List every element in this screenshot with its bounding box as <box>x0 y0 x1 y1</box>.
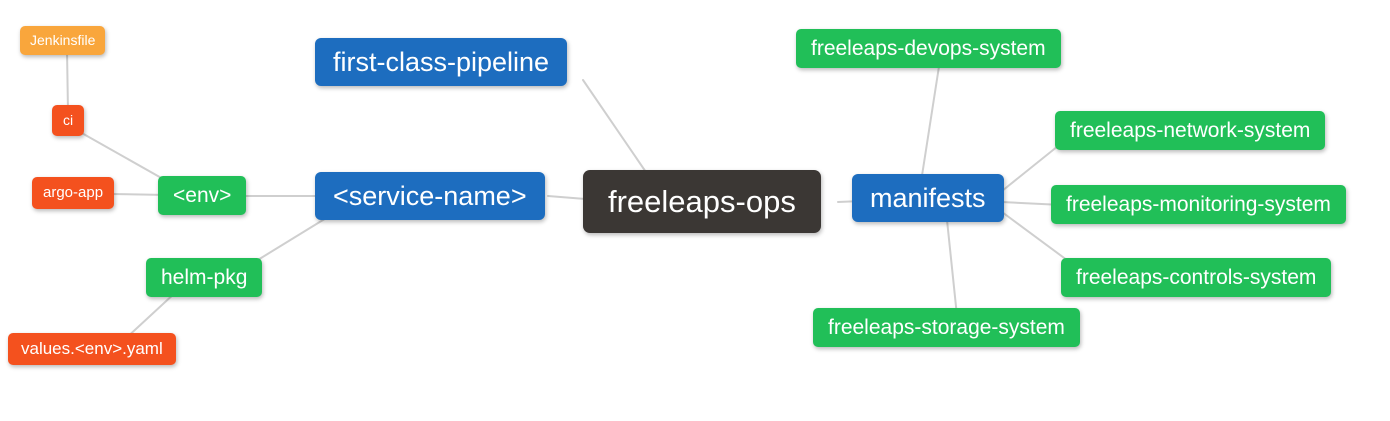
edge-jenkinsfile-ci <box>66 49 69 113</box>
node-freeleaps-ops-root[interactable]: freeleaps-ops <box>583 170 821 234</box>
node-argo-app[interactable]: argo-app <box>32 177 115 209</box>
node-jenkinsfile[interactable]: Jenkinsfile <box>20 26 106 55</box>
edge-manifests-storage <box>946 219 958 317</box>
edge-manifests-controls <box>1001 211 1076 267</box>
node-first-class-pipeline[interactable]: first-class-pipeline <box>315 38 568 87</box>
node-freeleaps-monitoring-system[interactable]: freeleaps-monitoring-system <box>1051 185 1346 225</box>
edge-pipeline-root <box>582 79 651 179</box>
node-service-name[interactable]: <service-name> <box>315 172 545 221</box>
node-manifests[interactable]: manifests <box>852 174 1004 223</box>
edge-values-helm-pkg <box>123 291 177 341</box>
node-freeleaps-network-system[interactable]: freeleaps-network-system <box>1055 111 1326 151</box>
node-freeleaps-controls-system[interactable]: freeleaps-controls-system <box>1061 258 1332 298</box>
edge-helm-pkg-service-name <box>247 211 337 267</box>
node-freeleaps-storage-system[interactable]: freeleaps-storage-system <box>813 308 1080 348</box>
node-env[interactable]: <env> <box>158 176 247 216</box>
edge-ci-env <box>79 131 173 185</box>
node-helm-pkg[interactable]: helm-pkg <box>146 258 263 298</box>
node-freeleaps-devops-system[interactable]: freeleaps-devops-system <box>796 29 1061 69</box>
node-ci[interactable]: ci <box>52 105 85 136</box>
node-values-env-yaml[interactable]: values.<env>.yaml <box>8 333 176 366</box>
edge-manifests-devops <box>920 59 941 183</box>
